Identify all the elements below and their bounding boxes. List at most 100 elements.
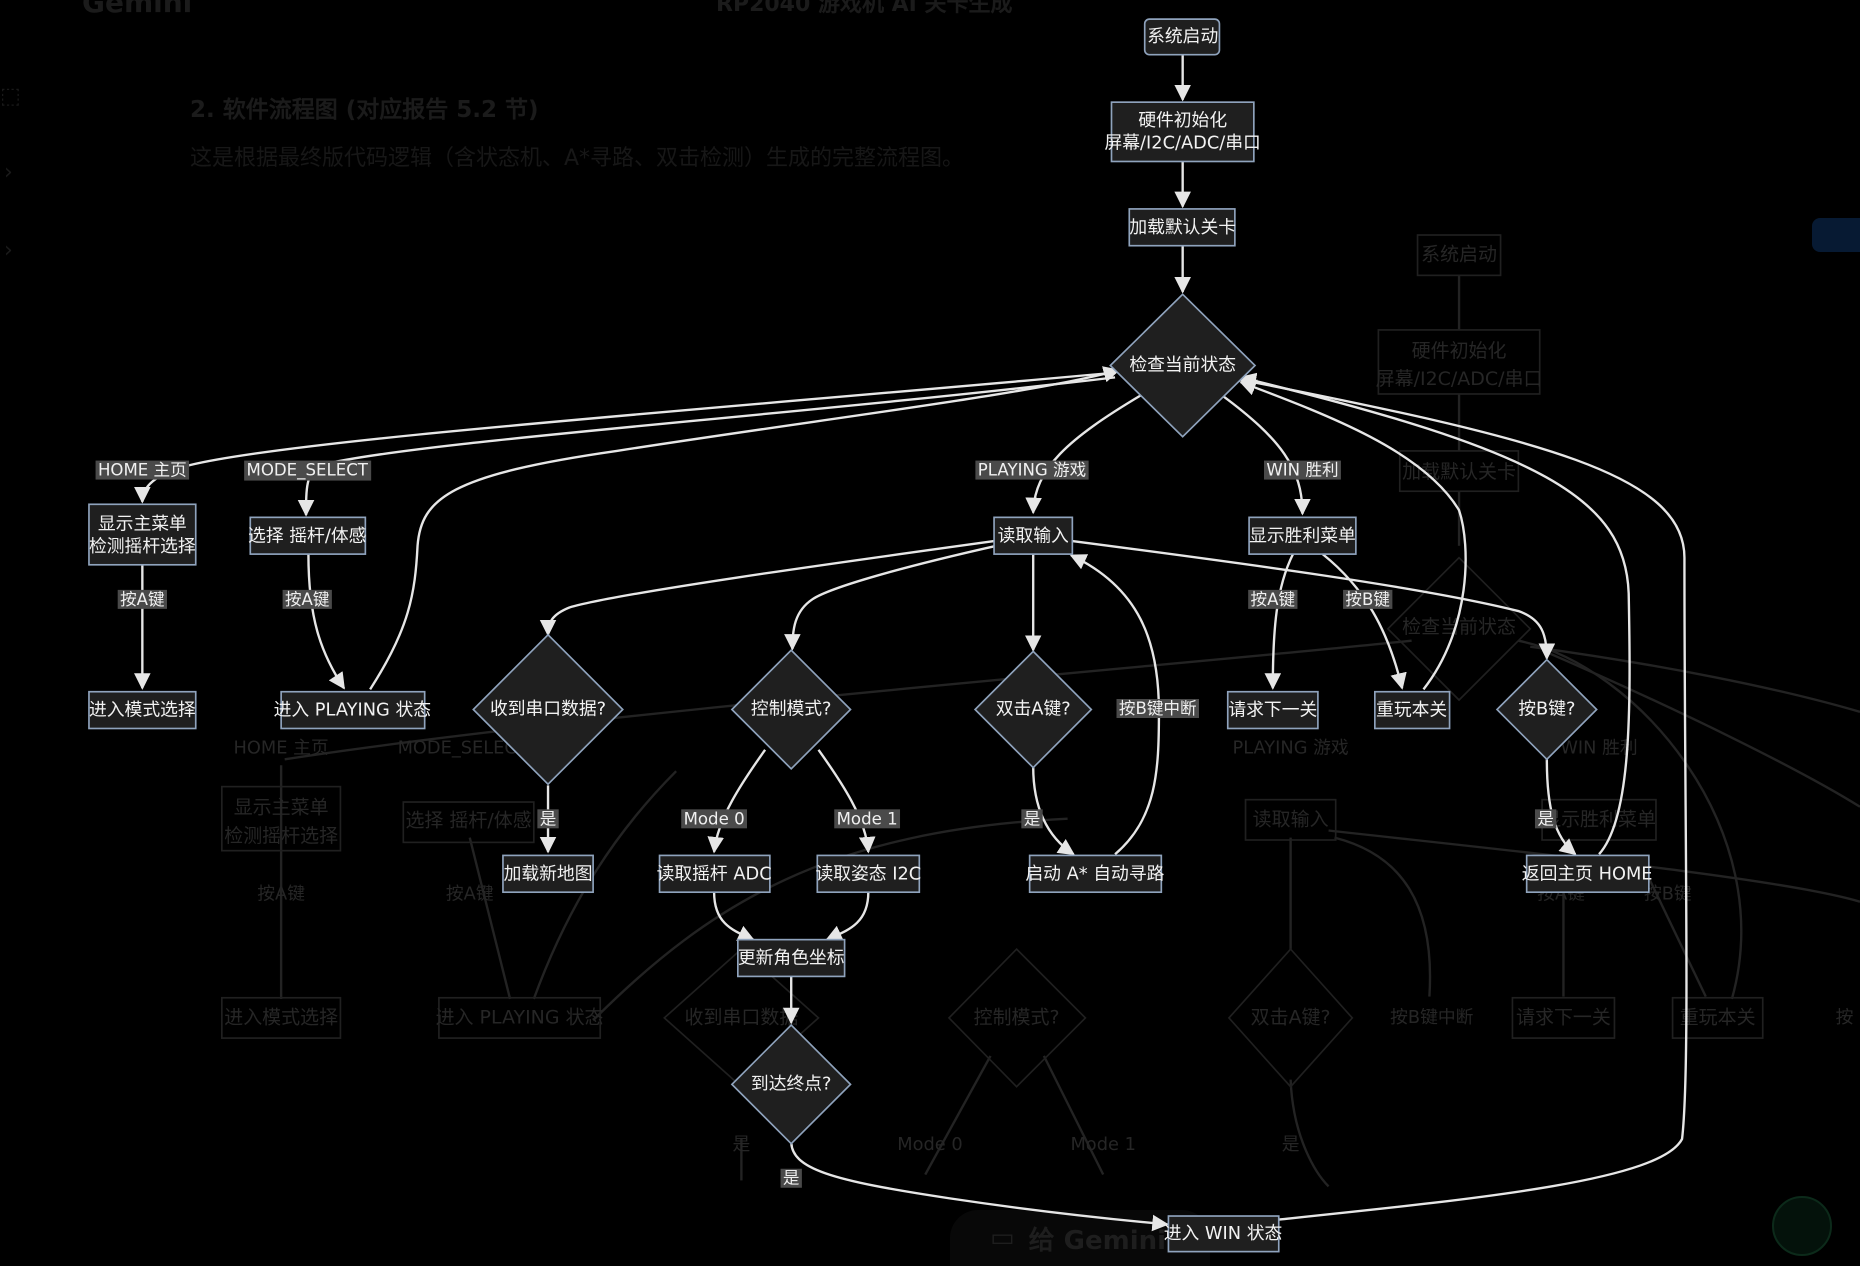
edge-read-serial xyxy=(539,539,995,637)
svg-text:是: 是 xyxy=(732,1134,750,1155)
node-next-level-text: 请求下一关 xyxy=(1228,700,1317,721)
edge-label-yes-goal: 是 xyxy=(780,1168,802,1188)
node-press-b-text: 按B键? xyxy=(1518,699,1575,720)
node-win-menu: 显示胜利菜单 xyxy=(1248,516,1357,555)
node-control-mode: 控制模式? xyxy=(730,649,852,770)
edge-check-playing xyxy=(1025,394,1142,515)
edge-label-home-text: HOME 主页 xyxy=(98,461,187,480)
node-to-playing: 进入 PLAYING 状态 xyxy=(274,690,432,730)
node-astar: 启动 A* 自动寻路 xyxy=(1025,854,1165,894)
chevron-right-icon[interactable]: › xyxy=(4,160,13,185)
edge-adc-update xyxy=(712,892,755,941)
expand-icon[interactable]: ⬚ xyxy=(0,84,21,109)
edge-label-mode0-text: Mode 0 xyxy=(684,809,745,828)
edge-goal-win xyxy=(790,1141,1169,1232)
svg-text:检测摇杆选择: 检测摇杆选择 xyxy=(224,825,338,847)
svg-text:读取输入: 读取输入 xyxy=(1253,808,1329,830)
intro-text: 这是根据最终版代码逻辑（含状态机、A*寻路、双击检测）生成的完整流程图。 xyxy=(190,146,965,171)
node-read-i2c: 读取姿态 I2C xyxy=(815,854,921,894)
edge-win-check xyxy=(1239,374,1688,1221)
svg-text:重玩本关: 重玩本关 xyxy=(1680,1006,1756,1028)
node-serial-data-text: 收到串口数据? xyxy=(490,699,606,720)
node-load-default-text: 加载默认关卡 xyxy=(1129,217,1236,238)
edge-label-win: WIN 胜利 xyxy=(1264,460,1341,480)
node-to-win: 进入 WIN 状态 xyxy=(1164,1215,1283,1253)
flow-nodes: 系统启动 硬件初始化 屏幕/I2C/ADC/串口 加载默认关卡 检查当前状态 显… xyxy=(88,18,1653,1253)
node-return-home-text: 返回主页 HOME xyxy=(1522,863,1653,884)
node-mode-select: 选择 摇杆/体感 xyxy=(248,516,366,555)
edge-label-press-a-win: 按A键 xyxy=(1248,589,1298,609)
chat-fab-button[interactable] xyxy=(1772,1196,1832,1256)
node-update-pos-text: 更新角色坐标 xyxy=(738,948,845,969)
node-check-state-text: 检查当前状态 xyxy=(1129,355,1236,376)
node-win-menu-text: 显示胜利菜单 xyxy=(1249,525,1356,546)
svg-text:是: 是 xyxy=(1282,1134,1300,1155)
edge-label-mode-select: MODE_SELECT xyxy=(244,460,372,481)
edge-check-modeselect xyxy=(297,376,1116,517)
node-press-b: 按B键? xyxy=(1495,658,1598,761)
message-icon: ▭ xyxy=(990,1223,1015,1253)
edge-label-home: HOME 主页 xyxy=(95,460,190,480)
svg-text:Mode 0: Mode 0 xyxy=(897,1134,962,1155)
svg-text:Mode 1: Mode 1 xyxy=(1070,1134,1135,1155)
svg-text:按B键: 按B键 xyxy=(1644,884,1692,905)
svg-text:显示主菜单: 显示主菜单 xyxy=(234,796,329,818)
node-to-playing-text: 进入 PLAYING 状态 xyxy=(274,700,432,721)
edge-read-control xyxy=(784,544,997,651)
edge-label-press-b-win: 按B键 xyxy=(1343,589,1393,609)
edge-label-win-text: WIN 胜利 xyxy=(1266,461,1338,480)
svg-text:硬件初始化: 硬件初始化 xyxy=(1412,340,1507,362)
node-to-mode-select-text: 进入模式选择 xyxy=(89,700,196,721)
node-load-default: 加载默认关卡 xyxy=(1128,208,1236,247)
edge-check-win xyxy=(1221,394,1311,516)
edge-win-next xyxy=(1264,553,1295,690)
edge-label-yes-double: 是 xyxy=(1021,809,1043,829)
svg-text:控制模式?: 控制模式? xyxy=(974,1006,1060,1028)
conversation-title[interactable]: RP2040 游戏机 AI 关卡生成 xyxy=(716,0,1013,17)
edge-label-press-a-home: 按A键 xyxy=(117,589,167,609)
svg-text:显示胜利菜单: 显示胜利菜单 xyxy=(1542,808,1656,830)
svg-text:PLAYING 游戏: PLAYING 游戏 xyxy=(1232,738,1348,759)
section-heading: 2. 软件流程图 (对应报告 5.2 节) xyxy=(190,97,539,123)
edge-label-mode1: Mode 1 xyxy=(834,809,901,829)
svg-text:收到串口数据: 收到串口数据 xyxy=(684,1006,798,1028)
node-update-pos: 更新角色坐标 xyxy=(737,938,846,978)
node-control-mode-text: 控制模式? xyxy=(751,699,832,720)
edge-i2c-update xyxy=(825,892,870,941)
svg-text:HOME 主页: HOME 主页 xyxy=(234,738,329,759)
node-mode-select-text: 选择 摇杆/体感 xyxy=(248,525,366,546)
edge-label-yes-b: 是 xyxy=(1534,809,1557,829)
svg-text:加载默认关卡: 加载默认关卡 xyxy=(1402,461,1516,483)
node-double-a-text: 双击A键? xyxy=(996,699,1071,720)
node-hw-init-text-2: 屏幕/I2C/ADC/串口 xyxy=(1104,133,1260,154)
edge-label-b-interrupt: 按B键中断 xyxy=(1116,699,1200,719)
edge-mode-toplaying xyxy=(307,554,345,690)
edge-double-astar xyxy=(1032,766,1075,856)
svg-text:屏幕/I2C/ADC/串口: 屏幕/I2C/ADC/串口 xyxy=(1376,368,1543,390)
edge-label-playing: PLAYING 游戏 xyxy=(975,460,1089,480)
edge-label-mode1-text: Mode 1 xyxy=(837,809,898,828)
edge-label-b-interrupt-text: 按B键中断 xyxy=(1119,699,1197,718)
svg-text:请求下一关: 请求下一关 xyxy=(1516,1006,1611,1028)
node-to-win-text: 进入 WIN 状态 xyxy=(1164,1223,1283,1244)
svg-text:按: 按 xyxy=(1836,1007,1854,1028)
edge-label-mode0: Mode 0 xyxy=(681,809,748,829)
node-double-a: 双击A键? xyxy=(973,650,1093,769)
edge-home-check xyxy=(1239,372,1631,856)
svg-text:按A键: 按A键 xyxy=(257,884,305,905)
edge-labels: HOME 主页 MODE_SELECT PLAYING 游戏 WIN 胜利 按A… xyxy=(95,460,1557,1188)
node-read-adc-text: 读取摇杆 ADC xyxy=(657,863,772,884)
node-start-text: 系统启动 xyxy=(1147,26,1218,47)
chevron-right-icon[interactable]: › xyxy=(4,238,13,263)
node-home-menu-text-2: 检测摇杆选择 xyxy=(89,536,196,557)
svg-text:检查当前状态: 检查当前状态 xyxy=(1402,616,1516,638)
edge-label-press-b-win-text: 按B键 xyxy=(1345,590,1390,609)
edge-label-yes-double-text: 是 xyxy=(1024,809,1041,828)
node-return-home: 返回主页 HOME xyxy=(1522,854,1653,894)
svg-text:WIN 胜利: WIN 胜利 xyxy=(1560,738,1637,759)
node-home-menu-text: 显示主菜单 xyxy=(98,513,187,534)
side-panel-badge[interactable] xyxy=(1812,218,1860,252)
edge-label-yes-serial: 是 xyxy=(537,809,559,829)
svg-text:双击A键?: 双击A键? xyxy=(1251,1006,1331,1028)
